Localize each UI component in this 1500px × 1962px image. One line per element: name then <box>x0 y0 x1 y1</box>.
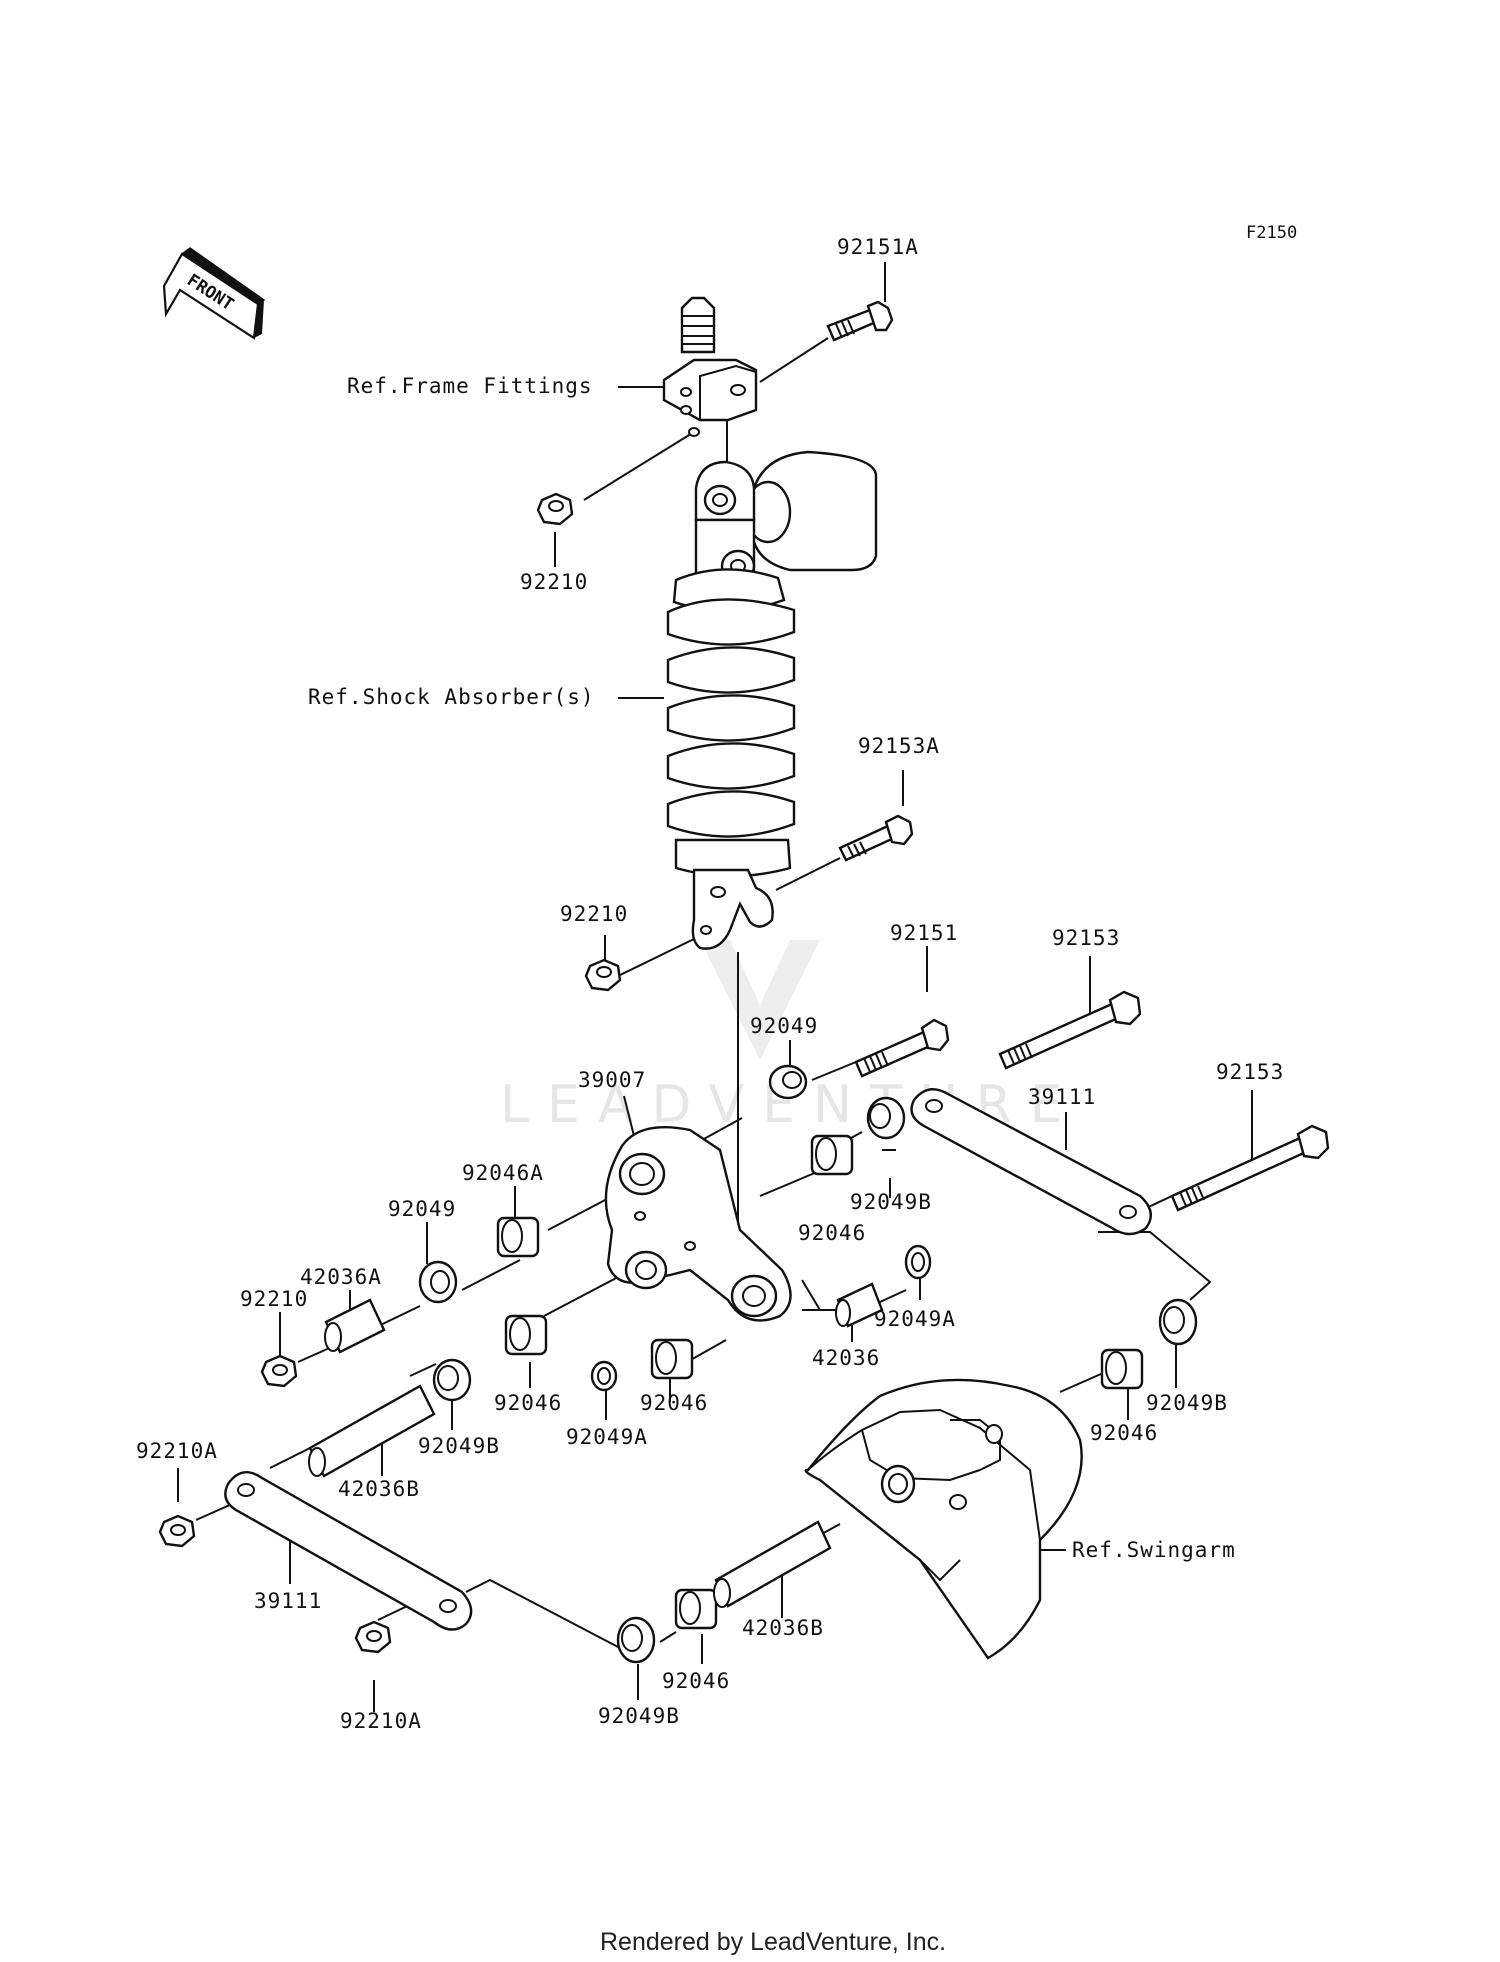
part-nut-92210-left <box>260 1354 298 1388</box>
part-washer-92049B-left <box>432 1358 472 1402</box>
callout-label: 92153 <box>1052 926 1120 950</box>
part-washer-92049B-upper <box>866 1096 906 1140</box>
part-nut-92210-mid <box>584 958 622 992</box>
part-washer-92049-left <box>418 1260 458 1304</box>
callout-label: 42036A <box>300 1265 382 1289</box>
diagram-code: F2150 <box>1246 223 1297 243</box>
callout-label: 42036 <box>812 1346 880 1370</box>
part-bearing-92046-right-upper <box>810 1134 854 1176</box>
ref-shock-absorber: Ref.Shock Absorber(s) <box>308 685 595 709</box>
footer-credit: Rendered by LeadVenture, Inc. <box>600 1928 946 1956</box>
part-bearing-92046-bottom <box>674 1588 718 1630</box>
callout-label: 39111 <box>254 1589 322 1613</box>
callout-label: 92049 <box>750 1014 818 1038</box>
part-collar-42036B-right <box>713 1520 832 1608</box>
callout-label: 92049B <box>418 1434 500 1458</box>
part-washer-92049A-right <box>904 1244 932 1280</box>
part-bearing-92046-left-lower <box>504 1314 548 1356</box>
callout-label: 92153A <box>858 734 940 758</box>
part-washer-92049-upper <box>768 1064 808 1100</box>
part-rocker-arm-39007 <box>604 1126 792 1322</box>
callout-label: 92046 <box>798 1221 866 1245</box>
callout-label: 92049B <box>1146 1391 1228 1415</box>
part-frame-fitting <box>662 296 758 437</box>
part-collar-42036-right <box>835 1282 884 1328</box>
callout-label: 92049A <box>874 1307 956 1331</box>
callout-label: 92151A <box>837 235 919 259</box>
part-shock-absorber <box>666 450 878 950</box>
callout-label: 92151 <box>890 921 958 945</box>
ref-swingarm: Ref.Swingarm <box>1072 1538 1236 1562</box>
part-collar-42036A <box>324 1298 386 1354</box>
ref-frame-fittings: Ref.Frame Fittings <box>347 374 593 398</box>
part-washer-92049B-right <box>1158 1298 1198 1346</box>
part-nut-92210-top <box>536 492 574 526</box>
callout-label: 92046 <box>1090 1421 1158 1445</box>
callout-label: 92049 <box>388 1197 456 1221</box>
part-nut-92210A-bottom <box>354 1620 392 1654</box>
part-swingarm <box>804 1378 1083 1660</box>
callout-label: 92046 <box>494 1391 562 1415</box>
part-nut-92210A-left <box>158 1514 196 1548</box>
part-washer-92049A-center <box>590 1360 618 1392</box>
callout-label: 92210 <box>520 570 588 594</box>
part-bolt-92153-right <box>1170 1124 1330 1212</box>
callout-label: 42036B <box>742 1616 824 1640</box>
callout-label: 92049A <box>566 1425 648 1449</box>
part-bolt-92151 <box>854 1018 950 1078</box>
callout-label: 92153 <box>1216 1060 1284 1084</box>
callout-label: 92049B <box>850 1190 932 1214</box>
callout-label: 92046A <box>462 1161 544 1185</box>
callout-label: 92210 <box>240 1287 308 1311</box>
part-collar-42036B-left <box>308 1384 436 1478</box>
part-bearing-92046A <box>496 1216 540 1258</box>
part-bolt-92151A <box>826 300 894 342</box>
callout-label: 92049B <box>598 1704 680 1728</box>
callout-label: 92046 <box>662 1669 730 1693</box>
callout-label: 42036B <box>338 1477 420 1501</box>
part-bearing-92046-right <box>1100 1348 1144 1390</box>
callout-label: 92046 <box>640 1391 708 1415</box>
callout-label: 92210A <box>340 1709 422 1733</box>
callout-label: 92210A <box>136 1439 218 1463</box>
front-direction-badge: FRONT <box>162 247 266 340</box>
part-link-39111-right <box>910 1088 1152 1236</box>
part-bearing-92046-center-lower <box>650 1338 694 1380</box>
callout-label: 39111 <box>1028 1085 1096 1109</box>
callout-label: 39007 <box>578 1068 646 1092</box>
part-washer-92049B-bottom <box>616 1616 656 1664</box>
part-bolt-92153-upper <box>998 990 1142 1070</box>
part-bolt-92153A <box>838 814 914 862</box>
callout-label: 92210 <box>560 902 628 926</box>
part-callouts: 92151A 92210 92153A 92210 92151 92153 92… <box>136 235 1284 1733</box>
part-link-39111-bottom <box>224 1471 473 1631</box>
